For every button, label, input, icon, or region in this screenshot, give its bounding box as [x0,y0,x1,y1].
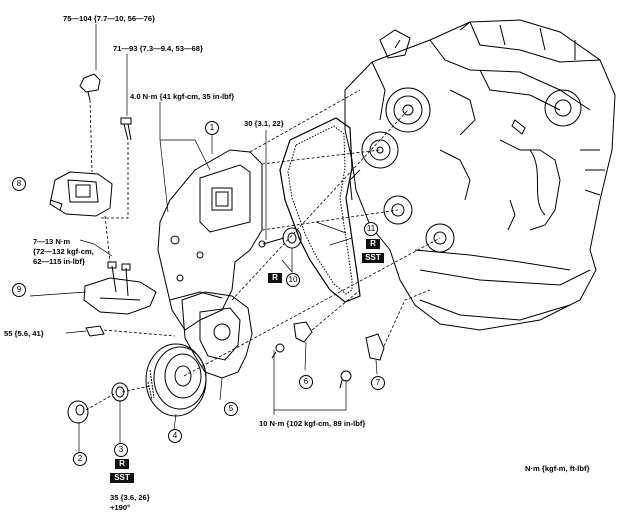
callout-10: 10 [286,273,300,287]
torque-label-member-line3: 62—115 in-lbf} [33,257,85,266]
torque-label-sensors: 10 N·m {102 kgf-cm, 89 in-lbf} [259,419,366,428]
torque-label-mount-nut: 75—104 {7.7—10, 56—76} [63,14,156,23]
callout-4: 4 [168,429,182,443]
crankshaft-pulley [145,343,207,417]
callout-5: 5 [224,402,238,416]
callout-9: 9 [12,283,26,297]
torque-label-bolt-55: 55 {5.6, 41} [4,329,44,338]
sst-tag-belt: SST [362,253,384,263]
r-tag-crank-bolt: R [115,459,129,469]
crankshaft-bolt [111,382,129,402]
timing-belt-cover [157,149,263,331]
torque-label-member-line1: 7—13 N·m [33,237,71,246]
torque-label-mount-bolt: 71—93 {7.3—9.4, 53—68} [113,44,203,53]
units-legend: N·m {kgf-m, ft-lbf} [525,464,590,473]
crank-sensor-6 [271,321,313,359]
callout-11: 11 [364,222,378,236]
bolt-55 [85,325,105,337]
engine-mount-bracket [49,171,113,217]
torque-label-crank-bolt-line2: +190° [110,503,131,512]
r-tag-tensioner: R [268,273,282,283]
callout-3: 3 [114,443,128,457]
tensioner-pulley [258,227,302,249]
engine-mount-member [83,261,157,315]
torque-label-crank-bolt-line1: 35 {3.6, 26} [110,493,150,502]
r-tag-belt: R [366,239,380,249]
callout-1: 1 [205,121,219,135]
mount-bolt-71 [120,117,132,141]
torque-label-member-line2: {72—132 kgf-cm, [33,247,94,256]
engine-block [344,19,616,331]
lower-timing-cover [181,291,253,379]
callout-7: 7 [371,376,385,390]
callout-8: 8 [12,177,26,191]
torque-label-tensioner: 30 {3.1, 22} [244,119,284,128]
callout-6: 6 [299,375,313,389]
torque-label-cover-bolts: 4.0 N·m {41 kgf-cm, 35 in-lbf} [130,92,235,101]
assembly-lines [85,89,441,411]
timing-belt [279,117,361,303]
washer [67,400,89,424]
leader-lines [29,24,378,453]
sst-tag-crank-bolt: SST [110,473,134,483]
mount-nut-top [79,73,101,101]
callout-2: 2 [73,452,87,466]
